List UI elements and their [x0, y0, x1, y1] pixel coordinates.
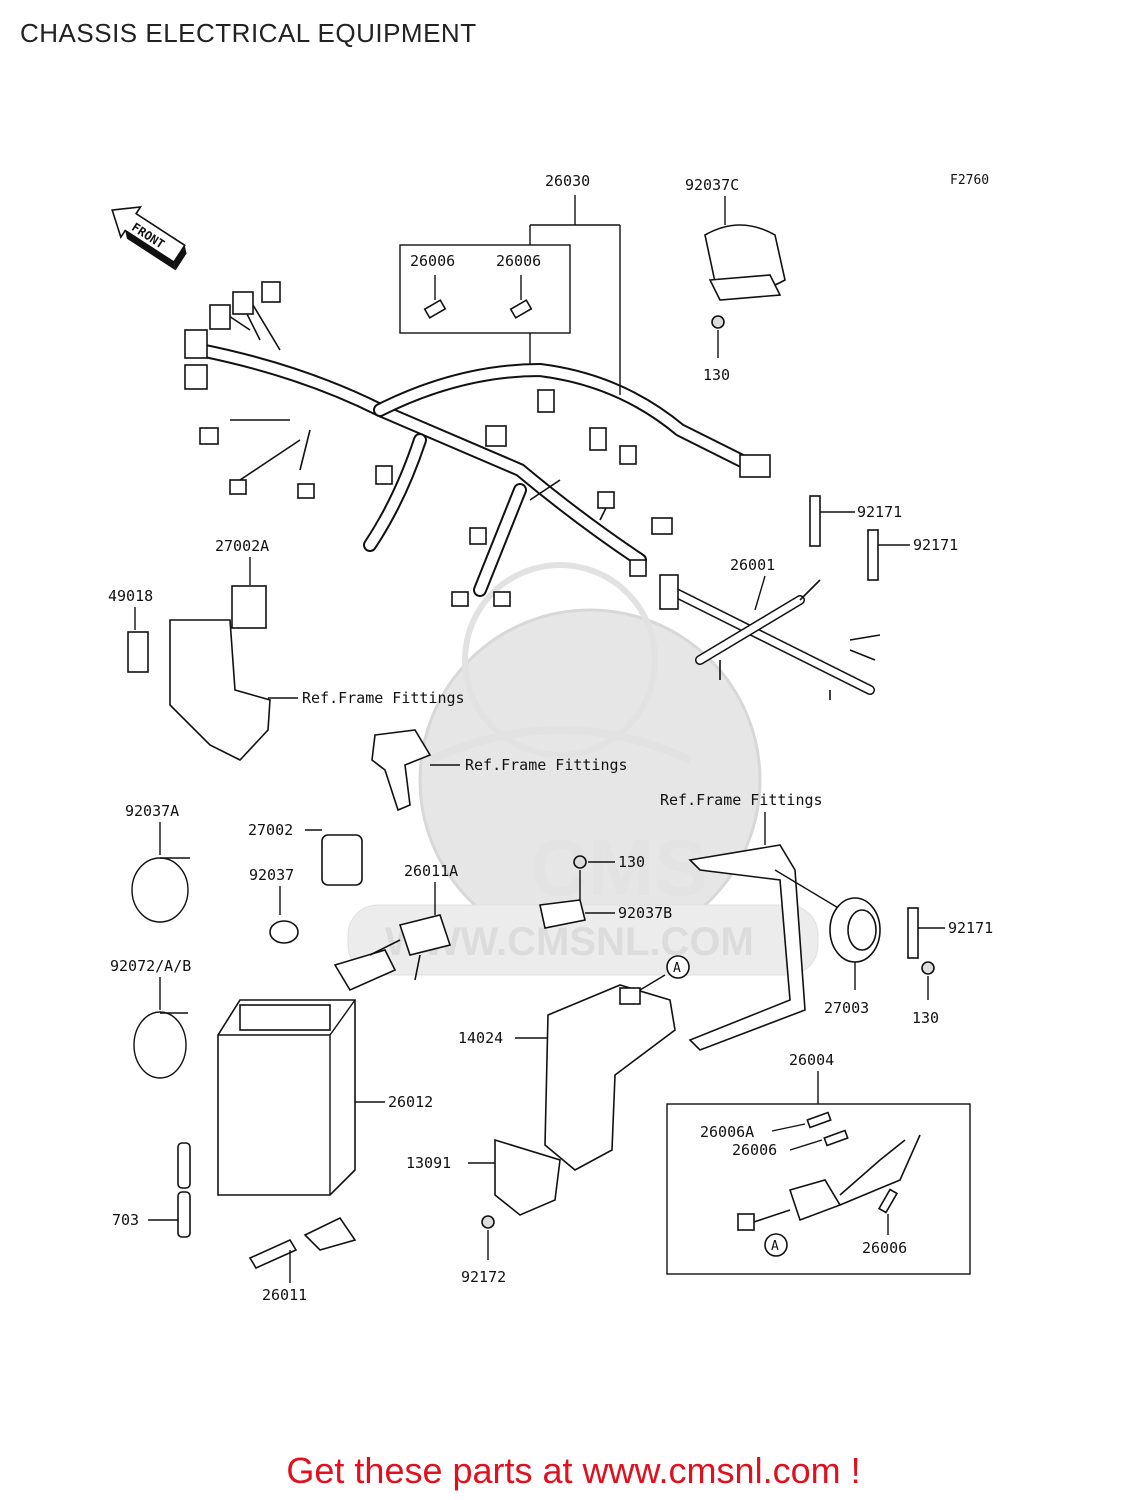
- callout-92037b: 92037B: [618, 904, 672, 922]
- callout-92037a: 92037A: [125, 802, 179, 820]
- callout-26006-c: 26006: [732, 1141, 777, 1159]
- figure-code: F2760: [950, 173, 989, 188]
- callout-13091: 13091: [406, 1154, 451, 1172]
- callout-92037c: 92037C: [685, 176, 739, 194]
- ref-frame-fittings-2: Ref.Frame Fittings: [465, 756, 628, 774]
- watermark-logo: CMS: [530, 823, 708, 912]
- callout-130-b: 130: [618, 853, 645, 871]
- callout-26006-d: 26006: [862, 1239, 907, 1257]
- callout-26030: 26030: [545, 172, 590, 190]
- callout-26006-a: 26006: [410, 252, 455, 270]
- page-title: CHASSIS ELECTRICAL EQUIPMENT: [20, 18, 477, 48]
- callout-92171-a: 92171: [857, 503, 902, 521]
- ref-frame-fittings-3: Ref.Frame Fittings: [660, 791, 823, 809]
- callout-26012: 26012: [388, 1093, 433, 1111]
- callout-130-c: 130: [912, 1009, 939, 1027]
- callout-26011a: 26011A: [404, 862, 458, 880]
- callout-27002: 27002: [248, 821, 293, 839]
- callout-26001: 26001: [730, 556, 775, 574]
- callout-92171-c: 92171: [948, 919, 993, 937]
- main-wiring-harness: [184, 281, 771, 607]
- callout-26006-b: 26006: [496, 252, 541, 270]
- callout-49018: 49018: [108, 587, 153, 605]
- parts-diagram: CMS WWW.CMSNL.COM F2760 FRONT: [108, 172, 993, 1304]
- callout-130-a: 130: [703, 366, 730, 384]
- callout-26006a: 26006A: [700, 1123, 754, 1141]
- callout-26004: 26004: [789, 1051, 834, 1069]
- marker-a-2: A: [771, 1239, 779, 1254]
- callout-26011: 26011: [262, 1286, 307, 1304]
- callout-92171-b: 92171: [913, 536, 958, 554]
- footer-cta[interactable]: Get these parts at www.cmsnl.com !: [286, 1450, 861, 1491]
- callout-92172: 92172: [461, 1268, 506, 1286]
- sub-harness-26001: [659, 574, 881, 700]
- front-arrow-icon: FRONT: [111, 206, 187, 271]
- ref-frame-fittings-1: Ref.Frame Fittings: [302, 689, 465, 707]
- callout-27002a: 27002A: [215, 537, 269, 555]
- watermark: CMS WWW.CMSNL.COM: [347, 562, 819, 976]
- callout-27003: 27003: [824, 999, 869, 1017]
- callout-14024: 14024: [458, 1029, 503, 1047]
- marker-a-1: A: [673, 961, 681, 976]
- callout-703: 703: [112, 1211, 139, 1229]
- callout-92072: 92072/A/B: [110, 957, 191, 975]
- callout-92037: 92037: [249, 866, 294, 884]
- battery-26012: [217, 999, 356, 1196]
